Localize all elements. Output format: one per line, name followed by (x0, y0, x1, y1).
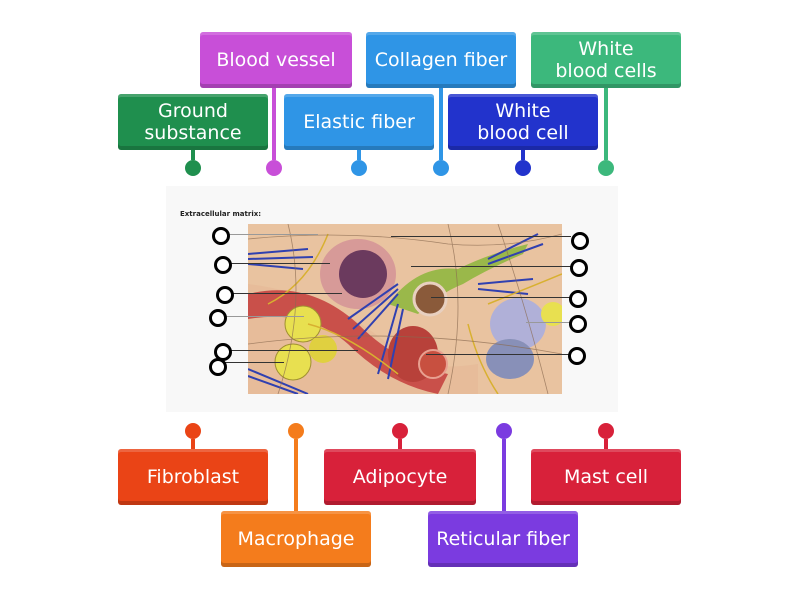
mast-cell-shape (339, 250, 387, 298)
white-blood-cell-shape (486, 339, 534, 379)
elastic-fibers (267, 233, 562, 394)
label-adipocyte[interactable]: Adipocyte (324, 449, 476, 505)
leader-line (391, 236, 571, 237)
drop-target-7[interactable] (571, 232, 589, 250)
label-collagen-fiber[interactable]: Collagen fiber (366, 32, 516, 88)
macrophage-shape (490, 298, 546, 350)
label-line: White (578, 38, 634, 60)
leader-line (228, 350, 358, 351)
label-stem (502, 439, 506, 511)
leader-line (526, 322, 571, 323)
drop-target-2[interactable] (214, 256, 232, 274)
label-blood-vessel[interactable]: Blood vessel (200, 32, 352, 88)
tissue-illustration (248, 224, 562, 394)
diagram-title: Extracellular matrix: (180, 210, 262, 218)
pin-reticular-fiber (496, 423, 512, 439)
pin-white-blood-cells (598, 160, 614, 176)
pin-fibroblast (185, 423, 201, 439)
label-stem (272, 88, 276, 160)
drop-target-6[interactable] (209, 358, 227, 376)
pin-collagen-fiber (433, 160, 449, 176)
pin-macrophage (288, 423, 304, 439)
label-mast-cell[interactable]: Mast cell (531, 449, 681, 505)
leader-line (431, 297, 571, 298)
leader-line (224, 316, 304, 317)
drop-target-9[interactable] (569, 290, 587, 308)
label-stem (191, 150, 195, 160)
label-white-blood-cells[interactable]: White blood cells (531, 32, 681, 88)
collagen-fibers (248, 233, 544, 394)
drop-target-3[interactable] (216, 286, 234, 304)
label-ground-substance[interactable]: Ground substance (118, 94, 268, 150)
leader-line (232, 293, 342, 294)
drop-target-11[interactable] (568, 347, 586, 365)
label-line: Ground (158, 100, 228, 122)
drop-target-4[interactable] (209, 309, 227, 327)
label-line: blood cells (555, 60, 657, 82)
label-stem (604, 88, 608, 160)
label-stem (294, 439, 298, 511)
label-fibroblast[interactable]: Fibroblast (118, 449, 268, 505)
drop-target-8[interactable] (570, 259, 588, 277)
pin-mast-cell (598, 423, 614, 439)
label-stem (357, 150, 361, 160)
pin-blood-vessel (266, 160, 282, 176)
label-stem (521, 150, 525, 160)
label-reticular-fiber[interactable]: Reticular fiber (428, 511, 578, 567)
leader-line (411, 266, 571, 267)
pin-adipocyte (392, 423, 408, 439)
leader-line (224, 362, 284, 363)
tissue-illustration-svg (248, 224, 562, 394)
label-macrophage[interactable]: Macrophage (221, 511, 371, 567)
pin-ground-substance (185, 160, 201, 176)
drop-target-1[interactable] (212, 227, 230, 245)
leader-line (230, 263, 330, 264)
connective-tissue-diagram: Extracellular matrix: (166, 186, 618, 412)
label-line: substance (144, 122, 242, 144)
label-line: White (495, 100, 551, 122)
label-stem (439, 88, 443, 160)
label-elastic-fiber[interactable]: Elastic fiber (284, 94, 434, 150)
label-stem (604, 439, 608, 449)
reticular-fibers (248, 224, 562, 394)
leader-line (426, 354, 571, 355)
label-line: blood cell (477, 122, 569, 144)
pin-white-blood-cell (515, 160, 531, 176)
label-stem (398, 439, 402, 449)
label-white-blood-cell[interactable]: White blood cell (448, 94, 598, 150)
label-stem (191, 439, 195, 449)
leader-line (228, 234, 318, 235)
pin-elastic-fiber (351, 160, 367, 176)
drop-target-10[interactable] (569, 315, 587, 333)
